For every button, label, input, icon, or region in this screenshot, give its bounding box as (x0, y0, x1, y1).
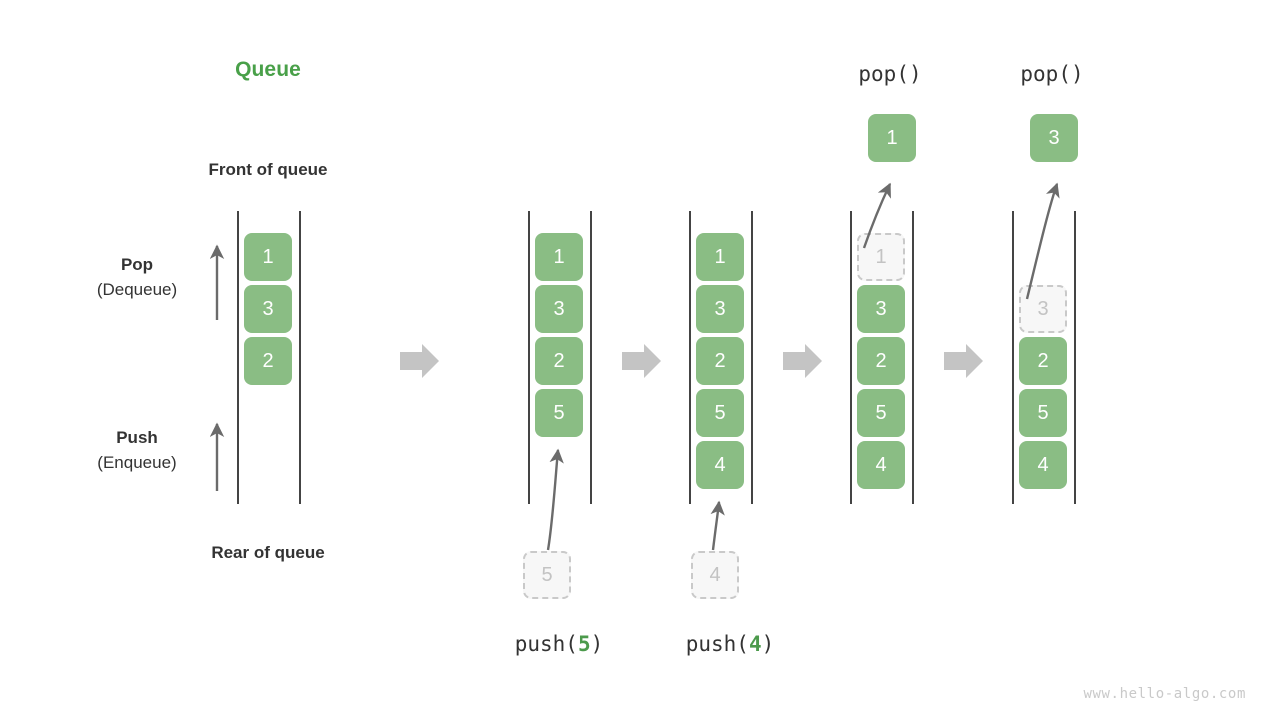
rail-left (1012, 211, 1014, 504)
push4-caption: push(4) (685, 632, 775, 656)
rail-right (590, 211, 592, 504)
queue-cell: 5 (1019, 389, 1067, 437)
rail-left (850, 211, 852, 504)
rail-right (299, 211, 301, 504)
push-title: Push (116, 428, 158, 447)
queue-cell: 4 (1019, 441, 1067, 489)
pop1-caption: pop() (858, 62, 922, 86)
queue-cell: 2 (535, 337, 583, 385)
push5-motion-arrow (546, 448, 564, 551)
queue-cell: 5 (535, 389, 583, 437)
pop-annotation: Pop (Dequeue) (62, 252, 212, 302)
popped-cell: 1 (868, 114, 916, 162)
queue-cell-ghost: 3 (1019, 285, 1067, 333)
push5-caption: push(5) (514, 632, 604, 656)
queue-cell: 4 (696, 441, 744, 489)
transition-arrow-1 (400, 344, 439, 378)
rail-left (528, 211, 530, 504)
rail-left (689, 211, 691, 504)
queue-cell: 1 (696, 233, 744, 281)
watermark: www.hello-algo.com (1083, 686, 1246, 702)
incoming-ghost-cell: 5 (523, 551, 571, 599)
queue-cell: 5 (857, 389, 905, 437)
queue-cell: 1 (535, 233, 583, 281)
transition-arrow-4 (944, 344, 983, 378)
queue-cell: 2 (1019, 337, 1067, 385)
transition-arrow-3 (783, 344, 822, 378)
rail-right (912, 211, 914, 504)
transition-arrow-2 (622, 344, 661, 378)
queue-cell: 2 (244, 337, 292, 385)
queue-cell: 3 (244, 285, 292, 333)
queue-cell: 3 (857, 285, 905, 333)
queue-cell: 3 (696, 285, 744, 333)
push-annotation: Push (Enqueue) (62, 425, 212, 475)
rail-left (237, 211, 239, 504)
push4-motion-arrow (710, 500, 725, 551)
incoming-ghost-cell: 4 (691, 551, 739, 599)
queue-cell: 2 (696, 337, 744, 385)
pop-subtitle: (Dequeue) (96, 280, 178, 299)
page-title: Queue (235, 58, 301, 81)
pop3-motion-arrow (1025, 182, 1060, 300)
queue-cell: 5 (696, 389, 744, 437)
front-of-queue-label: Front of queue (208, 160, 328, 179)
pop3-caption: pop() (1020, 62, 1084, 86)
queue-cell: 3 (535, 285, 583, 333)
rear-of-queue-label: Rear of queue (211, 543, 325, 562)
pop-title: Pop (120, 255, 154, 274)
queue-cell: 4 (857, 441, 905, 489)
rail-right (1074, 211, 1076, 504)
push-subtitle: (Enqueue) (97, 453, 177, 472)
queue-cell: 1 (244, 233, 292, 281)
rail-right (751, 211, 753, 504)
popped-cell: 3 (1030, 114, 1078, 162)
queue-cell-ghost: 1 (857, 233, 905, 281)
queue-cell: 2 (857, 337, 905, 385)
